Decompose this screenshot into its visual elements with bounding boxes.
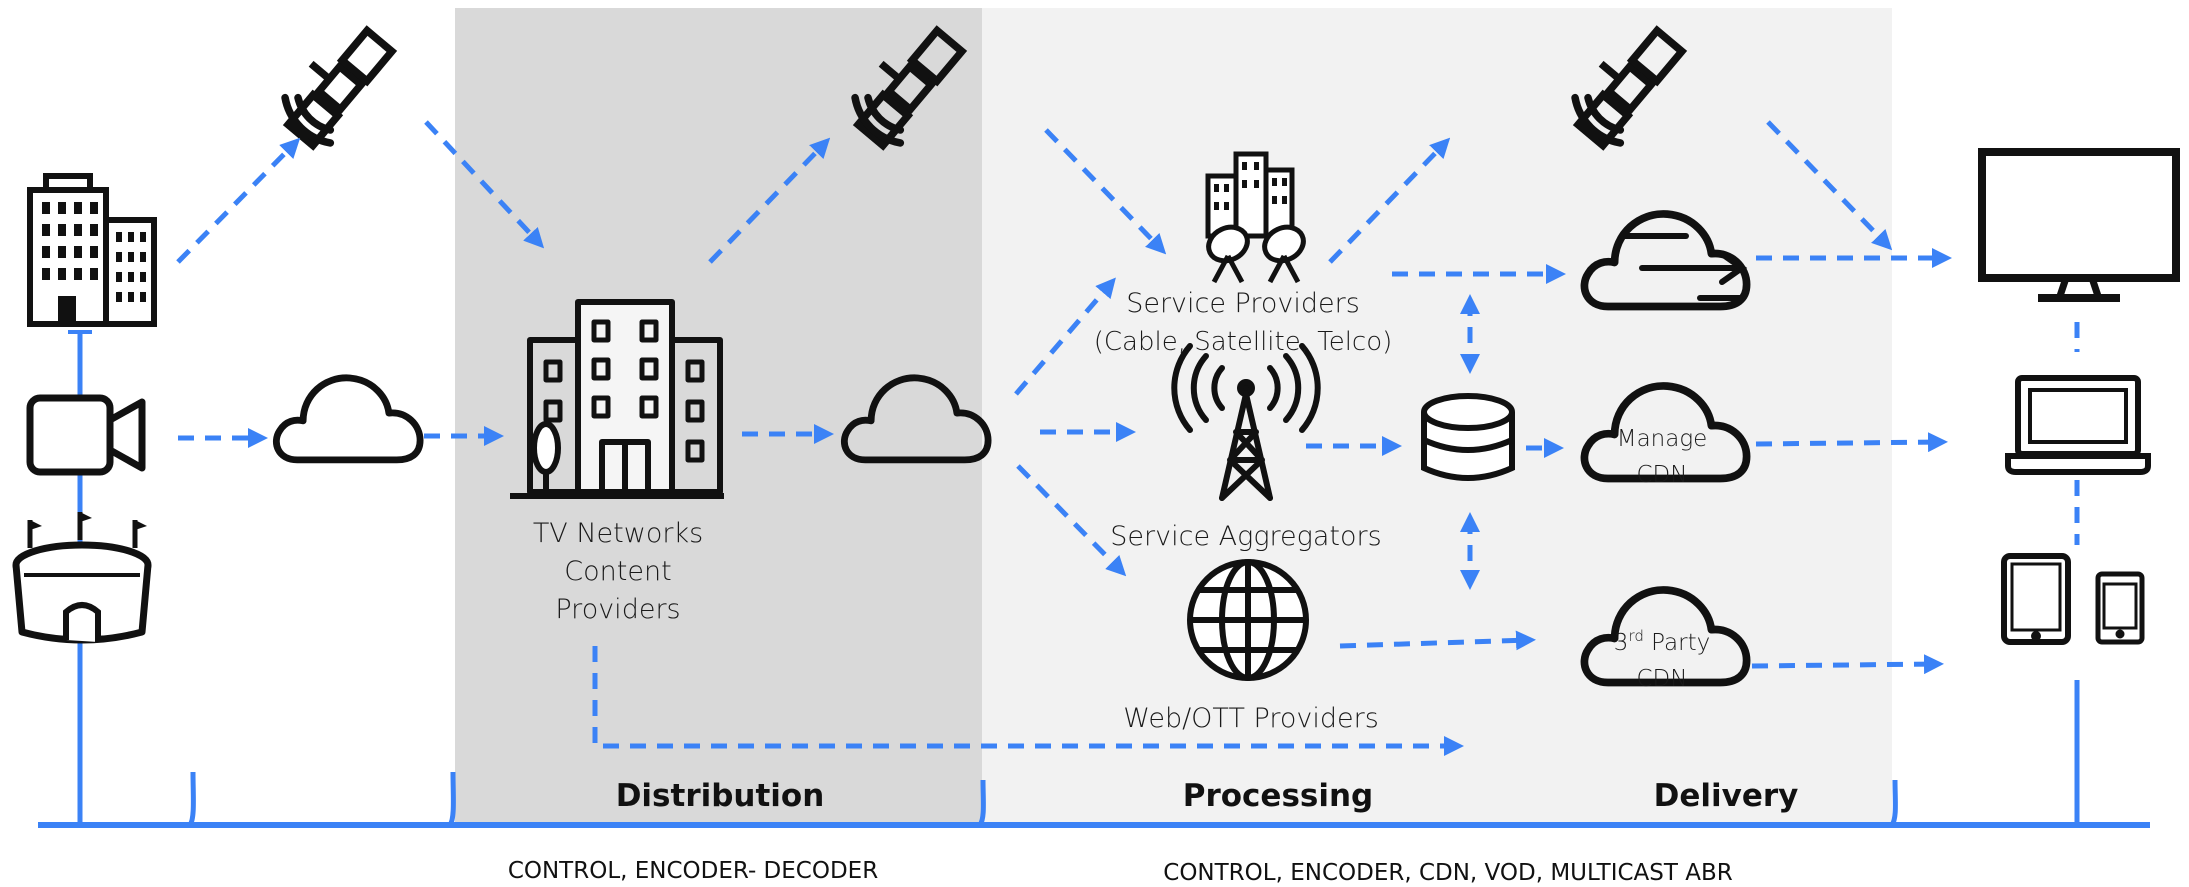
flow-arrow bbox=[1751, 654, 1944, 675]
video-camera-icon bbox=[26, 394, 146, 476]
monitor-icon bbox=[1978, 148, 2180, 302]
flow-arrow bbox=[1755, 432, 1948, 453]
service-providers-sublabel: (Cable, Satellite, Telco) bbox=[1094, 327, 1393, 357]
satellite-icon bbox=[272, 17, 392, 146]
cloud-icon bbox=[276, 378, 420, 460]
tv-network-building-icon bbox=[510, 299, 724, 499]
baseline-tick bbox=[187, 771, 196, 827]
section-delivery: Delivery bbox=[1654, 778, 1799, 814]
service-providers-label: Service Providers bbox=[1126, 288, 1360, 319]
flow-arrow bbox=[1328, 137, 1451, 264]
section-processing: Processing bbox=[1183, 778, 1374, 814]
footer-left-label: CONTROL, ENCODER- DECODER bbox=[508, 858, 878, 884]
tablet-icon bbox=[2001, 553, 2071, 645]
globe-icon bbox=[1187, 559, 1309, 681]
baseline-tick bbox=[1889, 779, 1898, 827]
stadium-icon bbox=[12, 512, 152, 644]
flow-arrow bbox=[424, 120, 545, 249]
flow-arrow bbox=[708, 137, 831, 264]
tv-networks-label-line3: Providers bbox=[555, 594, 680, 625]
manage-cdn-label-line1: Manage bbox=[1617, 426, 1708, 452]
flow-arrow bbox=[1016, 464, 1127, 577]
baseline-tick bbox=[447, 771, 456, 827]
flow-arrows bbox=[176, 120, 1952, 756]
section-distribution: Distribution bbox=[616, 778, 825, 814]
radio-tower-icon bbox=[1171, 343, 1321, 501]
flow-arrow bbox=[592, 646, 1464, 756]
footer-right-label: CONTROL, ENCODER, CDN, VOD, MULTICAST AB… bbox=[1163, 860, 1732, 886]
tv-networks-label-line1: TV Networks bbox=[533, 518, 703, 549]
laptop-icon bbox=[2005, 375, 2151, 475]
web-ott-label: Web/OTT Providers bbox=[1123, 703, 1379, 734]
flow-arrow bbox=[176, 137, 301, 264]
cloud-arrow-icon bbox=[1584, 214, 1746, 307]
flow-arrow bbox=[1339, 630, 1536, 651]
third-party-cdn-label-line1: 3rd Party bbox=[1614, 627, 1710, 656]
tv-networks-label-line2: Content bbox=[564, 556, 671, 587]
flow-arrow bbox=[1014, 277, 1116, 396]
flow-arrow bbox=[1766, 120, 1893, 251]
manage-cdn-label-line2: CDN bbox=[1637, 462, 1688, 488]
database-icon bbox=[1421, 393, 1515, 481]
service-aggregators-label: Service Aggregators bbox=[1110, 521, 1381, 552]
office-building-icon bbox=[27, 173, 157, 327]
satellite-dish-icon bbox=[1206, 224, 1306, 284]
smartphone-icon bbox=[2095, 571, 2145, 645]
flow-arrow bbox=[1044, 128, 1167, 255]
third-party-cdn-label-line2: CDN bbox=[1637, 666, 1688, 692]
baseline-tick bbox=[977, 779, 986, 827]
